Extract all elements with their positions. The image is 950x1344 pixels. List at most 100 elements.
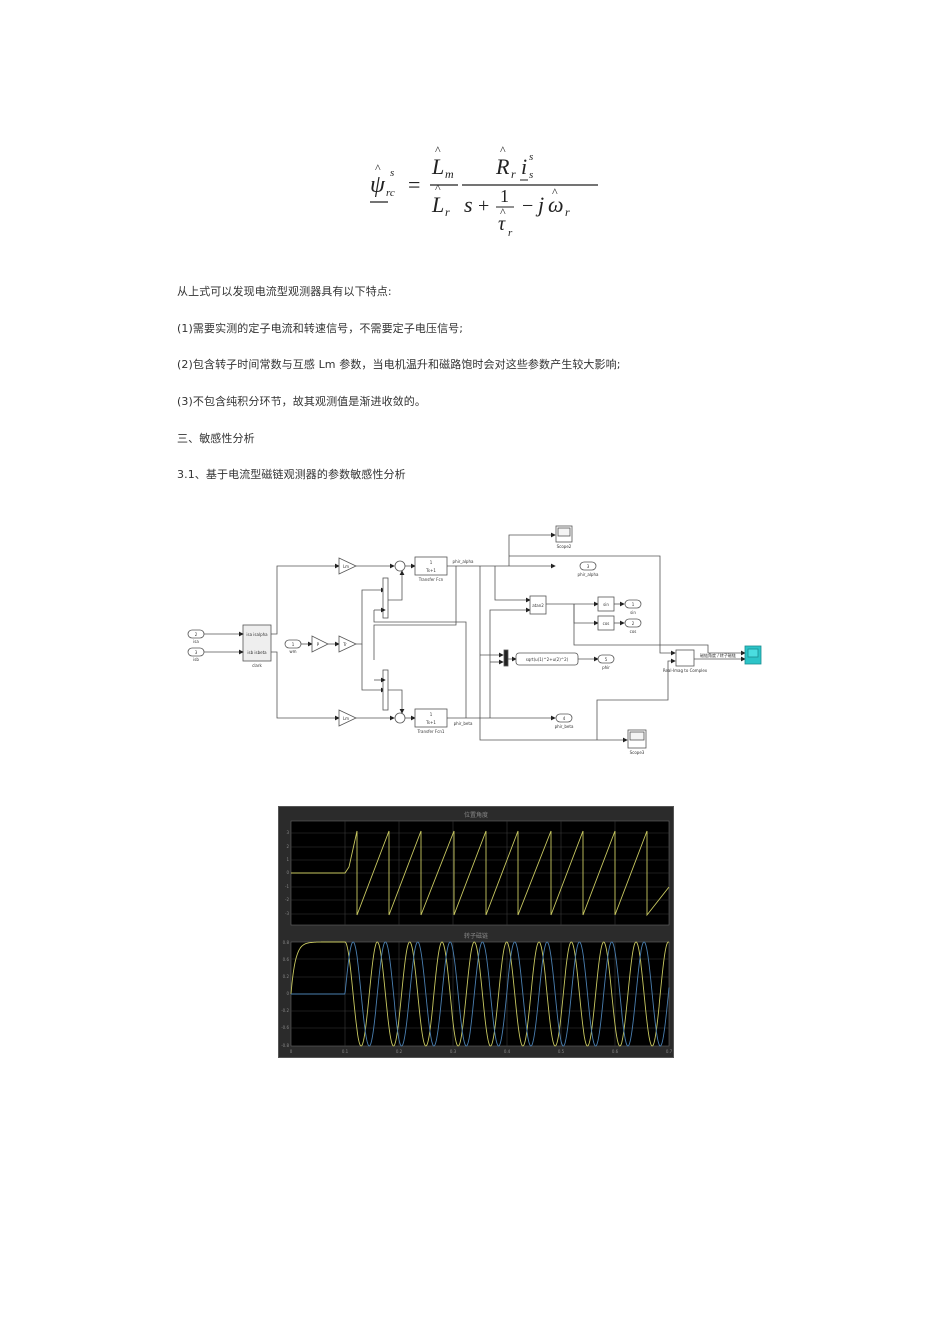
svg-text:phir: phir bbox=[602, 665, 610, 670]
intro-paragraph: 从上式可以发现电流型观测器具有以下特点: bbox=[177, 285, 392, 298]
svg-text:isa: isa bbox=[193, 639, 199, 644]
svg-text:-2: -2 bbox=[285, 897, 289, 902]
svg-text:0.2: 0.2 bbox=[283, 974, 290, 979]
svg-text:-1: -1 bbox=[285, 884, 289, 889]
simulink-observer-diagram: 2 isa 3 isb 1 wm isa isalpha isb isbeta … bbox=[180, 520, 780, 760]
phir-beta-trace bbox=[291, 941, 670, 1047]
svg-text:ψ: ψ bbox=[370, 172, 386, 198]
svg-text:phir_beta: phir_beta bbox=[454, 721, 473, 726]
svg-text:ω: ω bbox=[548, 192, 564, 217]
svg-text:s: s bbox=[529, 169, 533, 181]
svg-text:1: 1 bbox=[430, 560, 433, 565]
svg-text:-0.2: -0.2 bbox=[281, 1008, 289, 1013]
svg-text:Scope2: Scope2 bbox=[557, 544, 572, 549]
svg-text:Real-Imag to Complex: Real-Imag to Complex bbox=[663, 668, 708, 673]
diagram-graphic: 2 isa 3 isb 1 wm isa isalpha isb isbeta … bbox=[187, 525, 762, 755]
svg-text:cos: cos bbox=[630, 629, 637, 634]
svg-text:1: 1 bbox=[286, 857, 289, 862]
svg-text:1: 1 bbox=[632, 602, 635, 607]
svg-text:rc: rc bbox=[386, 187, 395, 199]
svg-text:3: 3 bbox=[587, 564, 590, 569]
phir-alpha-trace bbox=[290, 941, 670, 1047]
svg-text:Ts+1: Ts+1 bbox=[425, 720, 436, 725]
x-axis-ticks: 0 0.1 0.2 0.3 0.4 0.5 0.6 0.7 bbox=[290, 1049, 673, 1054]
svg-text:^: ^ bbox=[375, 161, 381, 175]
svg-text:Lm: Lm bbox=[343, 564, 349, 569]
svg-text:2: 2 bbox=[632, 621, 635, 626]
formula-graphic: ψ ^ s rc = L ^ m L ^ r R ^ r i s s s + bbox=[370, 143, 598, 239]
svg-text:L: L bbox=[431, 192, 444, 217]
svg-text:Tr: Tr bbox=[342, 642, 347, 647]
svg-text:r: r bbox=[511, 167, 516, 181]
bottom-plot-title: 转子磁链 bbox=[464, 932, 488, 940]
svg-text:0.2: 0.2 bbox=[396, 1049, 403, 1054]
svg-text:r: r bbox=[565, 205, 570, 219]
svg-text:Ts+1: Ts+1 bbox=[425, 568, 436, 573]
svg-text:isb: isb bbox=[193, 657, 199, 662]
svg-text:sqrt(u(1)^2+u(2)^2): sqrt(u(1)^2+u(2)^2) bbox=[526, 657, 569, 662]
svg-text:^: ^ bbox=[500, 143, 506, 157]
svg-text:R: R bbox=[495, 154, 510, 179]
svg-text:isa isalpha: isa isalpha bbox=[246, 632, 268, 637]
svg-text:^: ^ bbox=[500, 205, 506, 219]
svg-text:isb isbeta: isb isbeta bbox=[247, 650, 267, 655]
svg-text:phir_alpha: phir_alpha bbox=[578, 572, 599, 577]
svg-text:Transfer Fcn: Transfer Fcn bbox=[418, 577, 444, 582]
svg-text:r: r bbox=[445, 205, 450, 219]
svg-text:1: 1 bbox=[500, 186, 509, 206]
svg-text:-3: -3 bbox=[285, 911, 289, 916]
svg-text:clark: clark bbox=[252, 663, 262, 668]
scope-plots: 位置角度 3 2 1 0 -1 -2 -3 转子磁链 0.8 0.6 0.2 bbox=[281, 811, 673, 1054]
svg-text:2: 2 bbox=[195, 632, 198, 637]
svg-text:1: 1 bbox=[292, 642, 295, 647]
svg-text:atan2: atan2 bbox=[532, 603, 544, 608]
svg-text:1: 1 bbox=[430, 712, 433, 717]
svg-text:wm: wm bbox=[289, 649, 296, 654]
svg-text:0: 0 bbox=[290, 1049, 293, 1054]
svg-text:=: = bbox=[408, 172, 420, 197]
svg-text:sin: sin bbox=[603, 602, 609, 607]
svg-text:0.7: 0.7 bbox=[666, 1049, 673, 1054]
svg-text:5: 5 bbox=[605, 657, 608, 662]
svg-text:s: s bbox=[464, 192, 473, 217]
svg-text:Scope3: Scope3 bbox=[630, 750, 645, 755]
svg-text:sin: sin bbox=[630, 610, 636, 615]
svg-text:磁链角度 / 转子磁链: 磁链角度 / 转子磁链 bbox=[700, 652, 736, 658]
svg-text:i: i bbox=[521, 154, 527, 179]
feature-item-1: (1)需要实测的定子电流和转速信号，不需要定子电压信号; bbox=[177, 322, 464, 335]
feature-item-3: (3)不包含纯积分环节，故其观测值是渐进收敛的。 bbox=[177, 395, 426, 408]
subsection-heading-3-1: 3.1、基于电流型磁链观测器的参数敏感性分析 bbox=[177, 468, 406, 481]
svg-text:0.8: 0.8 bbox=[283, 940, 290, 945]
svg-text:0.3: 0.3 bbox=[450, 1049, 457, 1054]
svg-text:0.1: 0.1 bbox=[342, 1049, 349, 1054]
theta-trace bbox=[291, 830, 670, 917]
scope-window: 位置角度 3 2 1 0 -1 -2 -3 转子磁链 0.8 0.6 0.2 bbox=[278, 806, 674, 1058]
svg-text:cos: cos bbox=[603, 621, 610, 626]
svg-text:4: 4 bbox=[563, 716, 566, 721]
svg-text:0: 0 bbox=[286, 991, 289, 996]
svg-text:-0.8: -0.8 bbox=[281, 1043, 289, 1048]
svg-text:3: 3 bbox=[195, 650, 198, 655]
svg-text:τ: τ bbox=[498, 213, 506, 235]
svg-text:Transfer Fcn1: Transfer Fcn1 bbox=[417, 729, 445, 734]
svg-text:-0.6: -0.6 bbox=[281, 1025, 289, 1030]
svg-text:phir_alpha: phir_alpha bbox=[453, 559, 474, 564]
svg-text:phir_beta: phir_beta bbox=[555, 724, 574, 729]
svg-text:0.5: 0.5 bbox=[558, 1049, 565, 1054]
svg-text:−: − bbox=[522, 195, 533, 217]
svg-text:^: ^ bbox=[435, 143, 441, 157]
feature-item-2: (2)包含转子时间常数与互感 Lm 参数，当电机温升和磁路饱时会对这些参数产生较… bbox=[177, 358, 621, 371]
svg-text:Lm: Lm bbox=[343, 716, 349, 721]
svg-text:s: s bbox=[390, 167, 394, 179]
top-plot-title: 位置角度 bbox=[464, 811, 488, 819]
svg-text:^: ^ bbox=[552, 185, 558, 199]
svg-text:0.6: 0.6 bbox=[283, 957, 290, 962]
svg-text:2: 2 bbox=[286, 844, 289, 849]
svg-text:L: L bbox=[431, 154, 444, 179]
svg-text:s: s bbox=[529, 151, 533, 163]
svg-text:r: r bbox=[508, 227, 513, 239]
section-heading-sensitivity: 三、敏感性分析 bbox=[177, 432, 255, 445]
svg-text:0.6: 0.6 bbox=[612, 1049, 619, 1054]
svg-text:3: 3 bbox=[286, 830, 289, 835]
svg-text:0.4: 0.4 bbox=[504, 1049, 511, 1054]
